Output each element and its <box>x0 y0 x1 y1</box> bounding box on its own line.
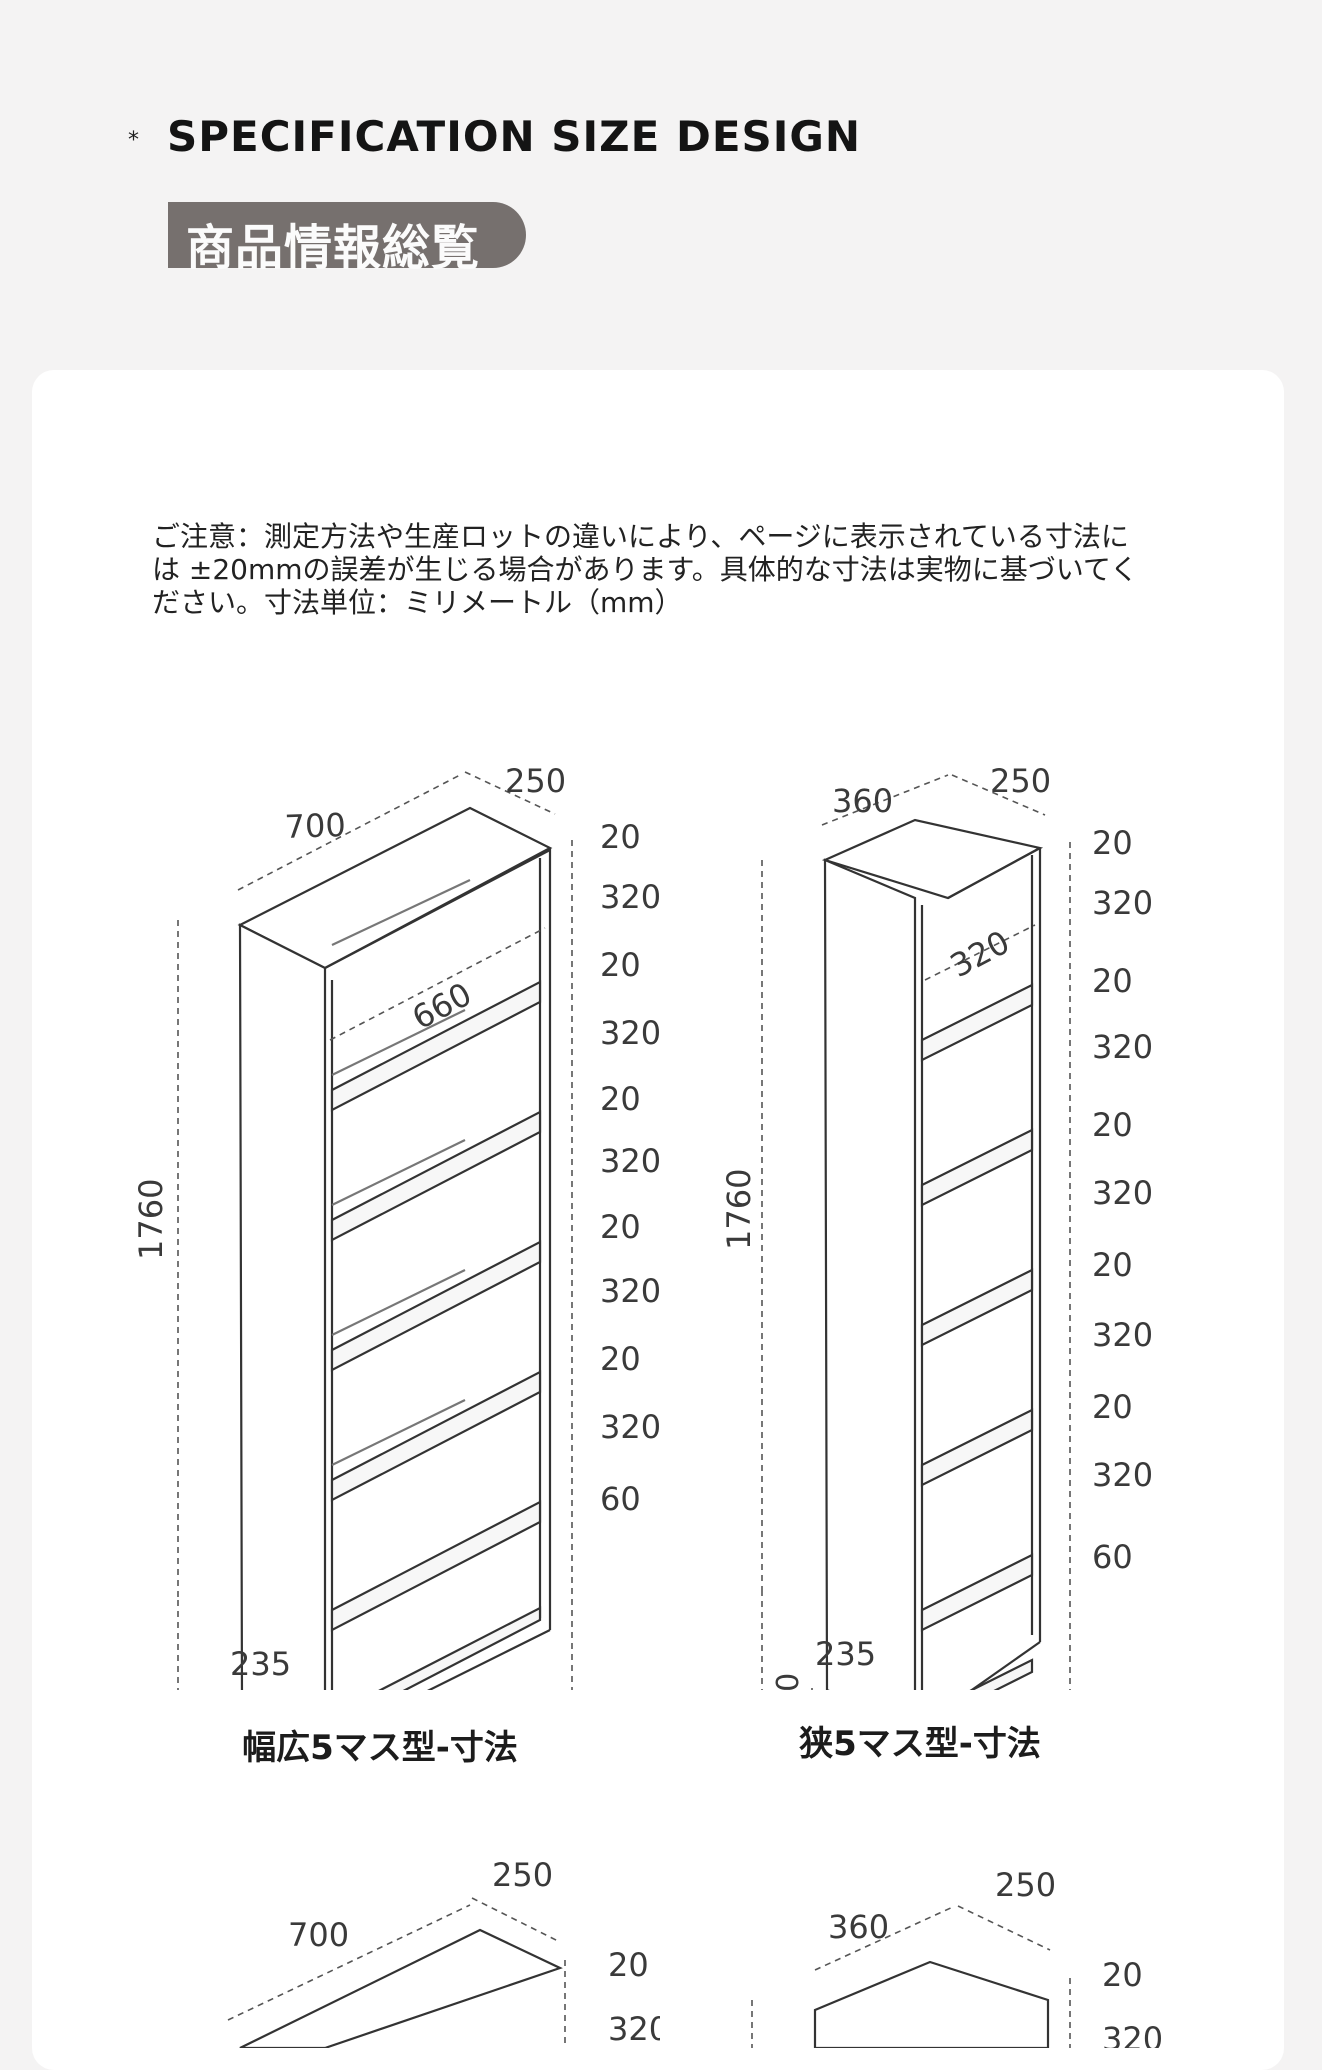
wide-dim-7: 20 <box>600 1208 641 1246</box>
wide-dim-6: 320 <box>600 1142 661 1180</box>
wide-dim-3: 20 <box>600 946 641 984</box>
narrow-dim-6: 320 <box>1092 1174 1153 1212</box>
narrow-dim-10: 320 <box>1092 1456 1153 1494</box>
narrow-shelf-diagram: 360 250 320 1760 120 235 20 320 20 320 2… <box>700 730 1220 1690</box>
wide-shelves <box>330 980 542 1690</box>
wide-dim-11: 60 <box>600 1480 641 1518</box>
narrow-dim-11: 60 <box>1092 1538 1133 1576</box>
wide-dim-9: 20 <box>600 1340 641 1378</box>
wide2-dim-1: 20 <box>608 1946 649 1984</box>
wide-depth-label: 250 <box>505 762 566 800</box>
section-badge-label: 商品情報総覧 <box>186 220 481 276</box>
wide-shelf-drawing-2: 700 250 20 320 <box>227 1856 660 2048</box>
narrow-dim-9: 20 <box>1092 1388 1133 1426</box>
narrow2-width-label: 360 <box>828 1908 889 1946</box>
narrow2-depth-label: 250 <box>995 1866 1056 1904</box>
narrow-depth-label: 250 <box>990 762 1051 800</box>
narrow-inner-width-label: 320 <box>944 923 1016 985</box>
narrow-dim-3: 20 <box>1092 962 1133 1000</box>
page-title: SPECIFICATION SIZE DESIGN <box>167 112 862 161</box>
wide-dim-4: 320 <box>600 1014 661 1052</box>
narrow2-dim-2: 320 <box>1102 2020 1163 2048</box>
wide-shelf-diagram: 700 250 660 1760 120 235 20 320 20 320 2… <box>120 730 680 1690</box>
narrow-dim-1: 20 <box>1092 824 1133 862</box>
section-badge <box>168 202 526 268</box>
wide2-depth-label: 250 <box>492 1856 553 1894</box>
narrow-shelf-drawing-2: 360 250 20 320 <box>751 1866 1163 2048</box>
narrow-base-label: 120 <box>771 1673 806 1690</box>
wide-dim-5: 20 <box>600 1080 641 1118</box>
narrow2-dim-1: 20 <box>1102 1956 1143 1994</box>
measurement-note: ご注意：測定方法や生産ロットの違いにより、ページに表示されている寸法には ±20… <box>152 520 1139 619</box>
wide-right-dims: 20 320 20 320 20 320 20 320 20 320 60 <box>600 818 661 1518</box>
wide2-dim-2: 320 <box>608 2010 660 2048</box>
wide-dim-2: 320 <box>600 878 661 916</box>
narrow-dim-2: 320 <box>1092 884 1153 922</box>
wide-foot-depth-label: 235 <box>230 1645 291 1683</box>
wide-height-label: 1760 <box>132 1179 170 1260</box>
wide-dim-1: 20 <box>600 818 641 856</box>
narrow-caption: 狭5マス型-寸法 <box>799 1724 1041 1764</box>
header-star: * <box>128 128 139 153</box>
narrow-height-label: 1760 <box>720 1169 758 1250</box>
wide-shelf-drawing: 700 250 660 1760 120 235 20 320 20 320 2… <box>132 762 661 1690</box>
narrow-dim-7: 20 <box>1092 1246 1133 1284</box>
wide2-width-label: 700 <box>288 1916 349 1954</box>
narrow-dim-8: 320 <box>1092 1316 1153 1354</box>
wide-caption: 幅広5マス型-寸法 <box>242 1728 518 1768</box>
narrow-shelf-diagram-2: 360 250 20 320 <box>730 1860 1170 2048</box>
narrow-dim-4: 320 <box>1092 1028 1153 1066</box>
narrow-shelves <box>920 983 1034 1690</box>
narrow-foot-depth-label: 235 <box>815 1635 876 1673</box>
wide-shelf-diagram-2: 700 250 20 320 <box>200 1850 660 2048</box>
wide-dim-8: 320 <box>600 1272 661 1310</box>
wide-dim-10: 320 <box>600 1408 661 1446</box>
narrow-shelf-drawing: 360 250 320 1760 120 235 20 320 20 320 2… <box>720 762 1153 1690</box>
narrow-right-dims: 20 320 20 320 20 320 20 320 20 320 60 <box>1092 824 1153 1576</box>
wide-width-label: 700 <box>284 806 346 846</box>
narrow-width-label: 360 <box>832 782 893 820</box>
narrow-dim-5: 20 <box>1092 1106 1133 1144</box>
